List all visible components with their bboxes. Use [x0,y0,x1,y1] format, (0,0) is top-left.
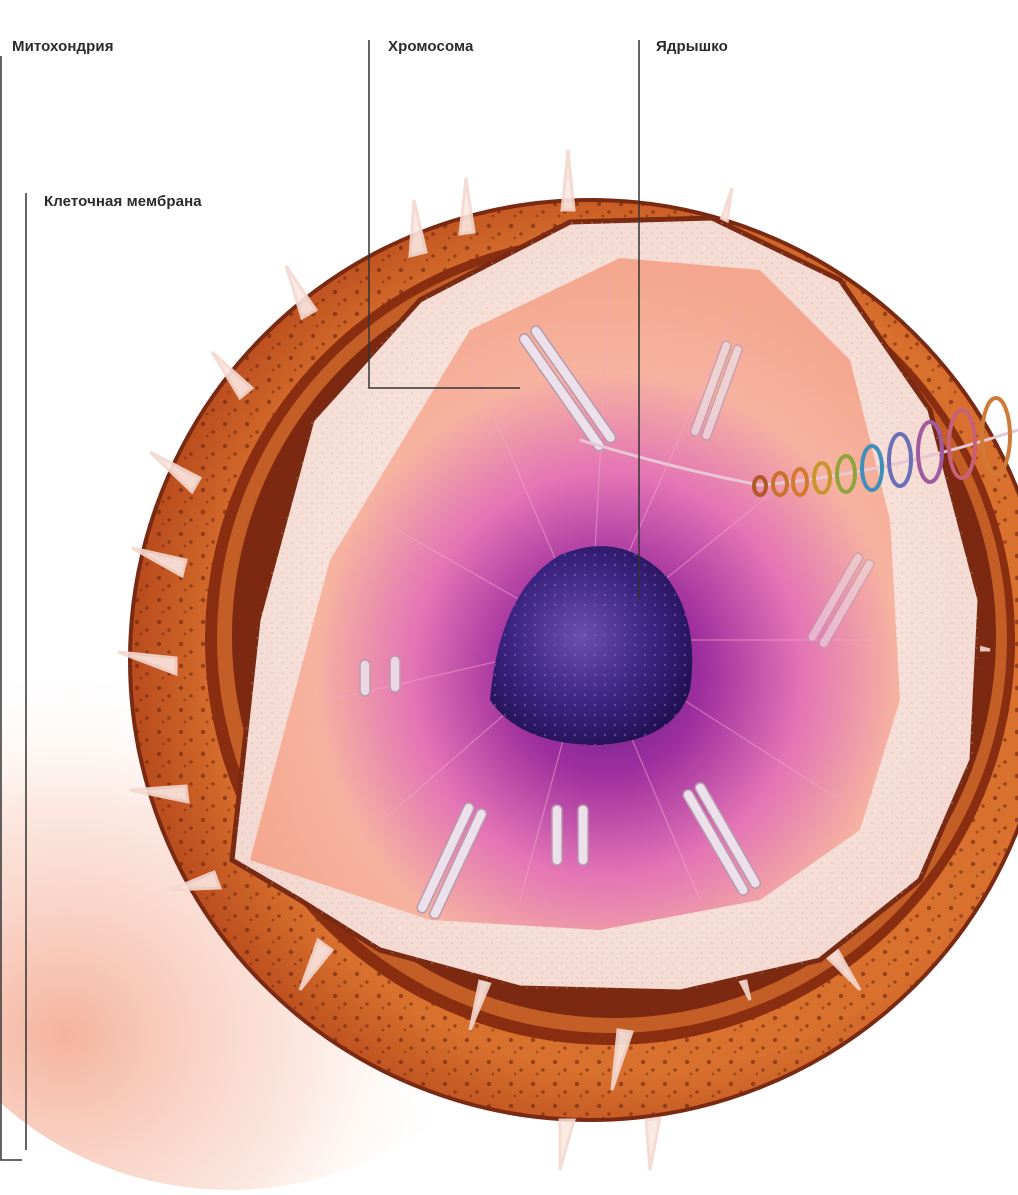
label-chromosome: Хромосома [388,38,473,55]
label-cell-membrane: Клеточная мембрана [44,193,202,210]
label-nucleolus: Ядрышко [656,38,728,55]
label-mitochondria: Митохондрия [12,38,114,55]
